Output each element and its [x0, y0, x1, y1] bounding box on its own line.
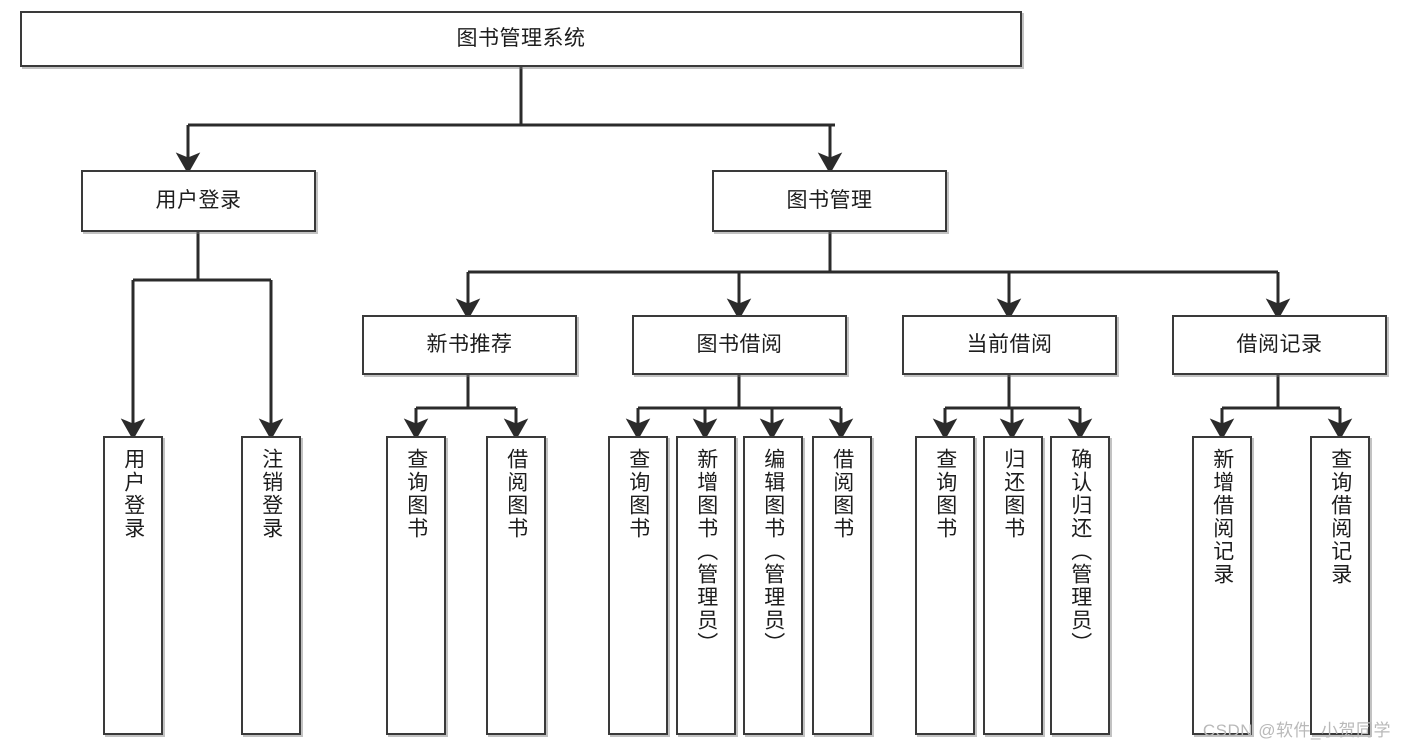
node-borrow-record-label: 借阅记录 [1236, 333, 1323, 357]
node-leaf-confirm-return-label: 确认归还（管理员） [1068, 448, 1092, 655]
node-new-book-recommend-label: 新书推荐 [426, 333, 513, 357]
node-leaf-return-book-label: 归还图书 [1001, 448, 1025, 540]
node-leaf-query-book-2[interactable]: 查询图书 [608, 436, 668, 735]
node-current-borrow-label: 当前借阅 [966, 333, 1053, 357]
node-leaf-return-book[interactable]: 归还图书 [983, 436, 1043, 735]
node-book-borrow-label: 图书借阅 [696, 333, 783, 357]
node-leaf-query-book-3[interactable]: 查询图书 [915, 436, 975, 735]
node-leaf-logout-login-label: 注销登录 [259, 448, 283, 540]
node-leaf-edit-book[interactable]: 编辑图书（管理员） [743, 436, 803, 735]
node-current-borrow[interactable]: 当前借阅 [902, 315, 1117, 375]
node-leaf-query-book-2-label: 查询图书 [626, 448, 650, 540]
node-leaf-borrow-book-2[interactable]: 借阅图书 [812, 436, 872, 735]
node-leaf-query-book-3-label: 查询图书 [933, 448, 957, 540]
node-book-manage[interactable]: 图书管理 [712, 170, 947, 232]
node-leaf-add-record[interactable]: 新增借阅记录 [1192, 436, 1252, 735]
node-leaf-query-book-1-label: 查询图书 [404, 448, 428, 540]
node-leaf-add-record-label: 新增借阅记录 [1210, 448, 1234, 586]
node-new-book-recommend[interactable]: 新书推荐 [362, 315, 577, 375]
node-leaf-logout-login[interactable]: 注销登录 [241, 436, 301, 735]
node-book-borrow[interactable]: 图书借阅 [632, 315, 847, 375]
node-book-manage-label: 图书管理 [786, 189, 873, 213]
node-leaf-edit-book-label: 编辑图书（管理员） [761, 448, 785, 655]
node-leaf-borrow-book-1-label: 借阅图书 [504, 448, 528, 540]
node-root-label: 图书管理系统 [456, 27, 586, 51]
node-root[interactable]: 图书管理系统 [20, 11, 1022, 67]
node-leaf-confirm-return[interactable]: 确认归还（管理员） [1050, 436, 1110, 735]
node-leaf-query-record-label: 查询借阅记录 [1328, 448, 1352, 586]
node-leaf-borrow-book-2-label: 借阅图书 [830, 448, 854, 540]
node-user-login-label: 用户登录 [155, 189, 242, 213]
node-leaf-query-book-1[interactable]: 查询图书 [386, 436, 446, 735]
node-borrow-record[interactable]: 借阅记录 [1172, 315, 1387, 375]
node-leaf-borrow-book-1[interactable]: 借阅图书 [486, 436, 546, 735]
node-leaf-add-book-label: 新增图书（管理员） [694, 448, 718, 655]
node-leaf-user-login-label: 用户登录 [121, 448, 145, 540]
node-leaf-add-book[interactable]: 新增图书（管理员） [676, 436, 736, 735]
node-leaf-query-record[interactable]: 查询借阅记录 [1310, 436, 1370, 735]
node-leaf-user-login[interactable]: 用户登录 [103, 436, 163, 735]
node-user-login[interactable]: 用户登录 [81, 170, 316, 232]
